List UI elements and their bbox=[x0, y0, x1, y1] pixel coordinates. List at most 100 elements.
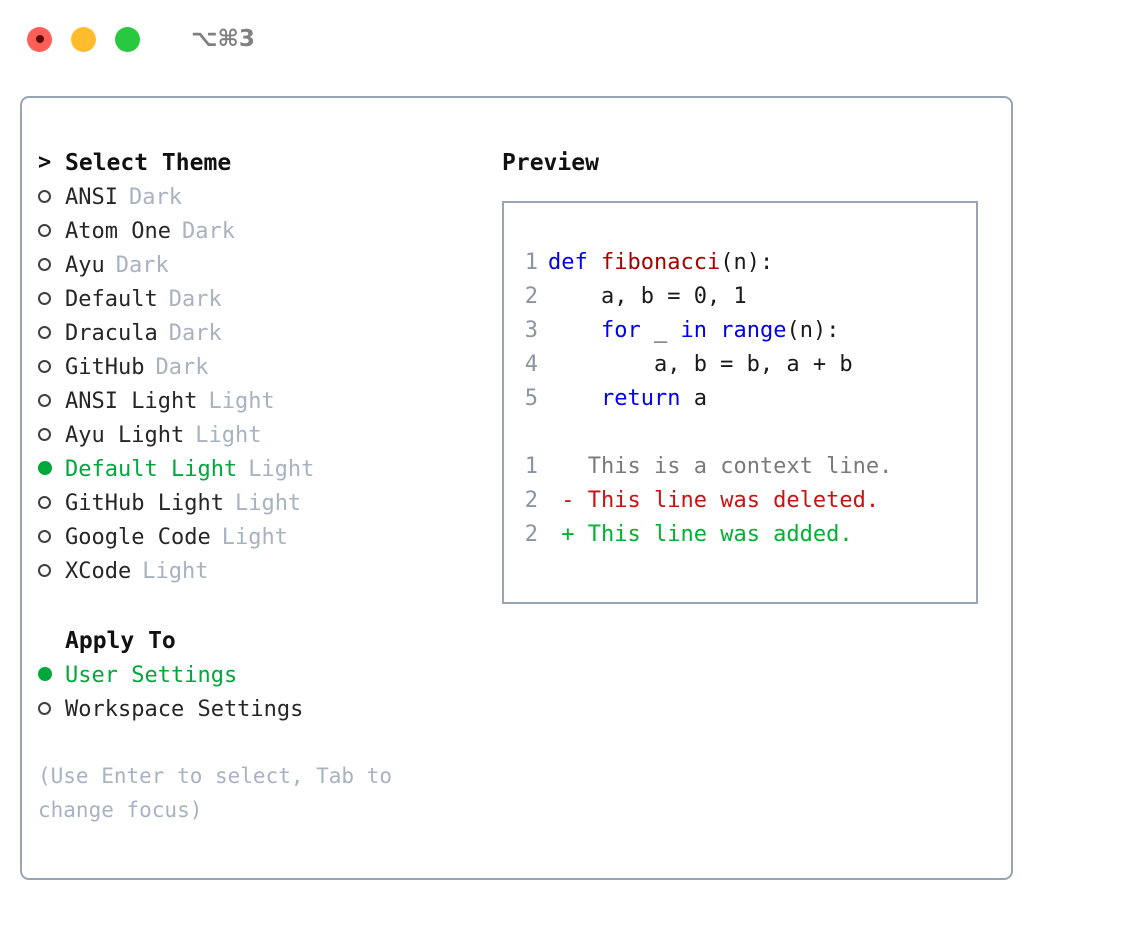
theme-list-item[interactable]: Default Dark bbox=[38, 282, 468, 316]
radio-unselected-icon bbox=[38, 288, 65, 310]
diff-line: 2 + This line was added. bbox=[516, 518, 892, 552]
code-line: 2 a, b = 0, 1 bbox=[516, 280, 892, 314]
radio-unselected-icon bbox=[38, 186, 65, 208]
code-token: (n): bbox=[720, 250, 774, 275]
code-line: 3 for _ in range(n): bbox=[516, 314, 892, 348]
preview-title: Preview bbox=[502, 150, 599, 176]
section-spacer bbox=[38, 588, 468, 624]
code-token: _ bbox=[640, 318, 681, 343]
code-token bbox=[548, 386, 601, 411]
code-token bbox=[548, 318, 601, 343]
radio-unselected-icon bbox=[38, 254, 65, 276]
radio-unselected-icon bbox=[38, 560, 65, 582]
window-titlebar: ⌥⌘3 bbox=[0, 0, 1140, 78]
radio-unselected-icon bbox=[38, 356, 65, 378]
apply-to-item-label: User Settings bbox=[65, 662, 238, 688]
theme-list-item-label: XCode bbox=[65, 558, 132, 584]
theme-list-item[interactable]: Dracula Dark bbox=[38, 316, 468, 350]
diff-sign: - bbox=[548, 488, 588, 513]
theme-list-item[interactable]: ANSI Dark bbox=[38, 180, 468, 214]
code-token: a, b = b, a + b bbox=[548, 352, 853, 377]
code-line-number: 2 bbox=[524, 284, 538, 309]
diff-sign bbox=[548, 454, 588, 479]
theme-list-item-tag: Dark bbox=[155, 354, 209, 380]
radio-unselected-icon bbox=[38, 390, 65, 412]
theme-list-item[interactable]: GitHub Dark bbox=[38, 350, 468, 384]
theme-list-item-tag: Light bbox=[248, 456, 315, 482]
maximize-button-icon[interactable] bbox=[115, 26, 140, 52]
radio-unselected-icon bbox=[38, 492, 65, 514]
radio-selected-icon bbox=[38, 458, 65, 480]
apply-to-item[interactable]: Workspace Settings bbox=[38, 692, 468, 726]
theme-list-item-tag: Dark bbox=[128, 184, 182, 210]
code-token bbox=[707, 318, 720, 343]
theme-list-item-tag: Dark bbox=[168, 286, 222, 312]
theme-list-item[interactable]: Ayu Dark bbox=[38, 248, 468, 282]
minimize-button-icon[interactable] bbox=[71, 26, 96, 52]
code-line: 4 a, b = b, a + b bbox=[516, 348, 892, 382]
recording-indicator-icon bbox=[35, 35, 44, 43]
theme-list-item[interactable]: Default Light Light bbox=[38, 452, 468, 486]
caret-icon: > bbox=[38, 150, 52, 175]
theme-list-item[interactable]: Ayu Light Light bbox=[38, 418, 468, 452]
theme-list-item-tag: Light bbox=[142, 558, 209, 584]
titlebar-shortcut-label: ⌥⌘3 bbox=[191, 26, 255, 52]
radio-unselected-icon bbox=[38, 698, 65, 720]
diff-line: 1 This is a context line. bbox=[516, 450, 893, 484]
theme-list-item[interactable]: XCode Light bbox=[38, 554, 468, 588]
apply-to-item-label: Workspace Settings bbox=[65, 696, 304, 722]
theme-list-item-label: ANSI Light bbox=[65, 388, 198, 414]
theme-picker-heading-label: Select Theme bbox=[65, 150, 232, 176]
apply-to-heading-label: Apply To bbox=[65, 628, 176, 654]
theme-list-item-tag: Dark bbox=[168, 320, 222, 346]
theme-list-item-tag: Light bbox=[195, 422, 262, 448]
apply-to-heading: Apply To bbox=[38, 624, 468, 658]
code-token: in bbox=[680, 318, 707, 343]
radio-unselected-icon bbox=[38, 424, 65, 446]
radio-unselected-icon bbox=[38, 322, 65, 344]
code-token: range bbox=[720, 318, 787, 343]
theme-list-item-tag: Dark bbox=[115, 252, 169, 278]
theme-list-item-label: Default Light bbox=[65, 456, 238, 482]
theme-picker-heading: > Select Theme bbox=[38, 146, 468, 180]
theme-list-item-label: Default bbox=[65, 286, 158, 312]
theme-list-item-label: Google Code bbox=[65, 524, 211, 550]
code-token: return bbox=[600, 386, 681, 411]
code-token: fibonacci bbox=[600, 250, 721, 275]
theme-list-item-label: ANSI bbox=[65, 184, 118, 210]
code-line-number: 5 bbox=[524, 386, 538, 411]
diff-line-text: This line was added. bbox=[587, 522, 853, 547]
diff-line-number: 2 bbox=[524, 488, 538, 513]
diff-line-text: This is a context line. bbox=[587, 454, 893, 479]
diff-line-text: This line was deleted. bbox=[587, 488, 880, 513]
code-token: (n): bbox=[786, 318, 840, 343]
diff-sign: + bbox=[548, 522, 588, 547]
close-button-icon[interactable] bbox=[27, 26, 52, 52]
apply-to-item[interactable]: User Settings bbox=[38, 658, 468, 692]
code-line-number: 1 bbox=[524, 250, 538, 275]
theme-list-item-label: GitHub bbox=[65, 354, 145, 380]
code-token: def bbox=[548, 250, 601, 275]
diff-line: 2 - This line was deleted. bbox=[516, 484, 892, 518]
code-token: for bbox=[600, 318, 641, 343]
theme-list-item-tag: Light bbox=[208, 388, 275, 414]
code-token: a bbox=[680, 386, 707, 411]
theme-list-item-label: Ayu Light bbox=[65, 422, 185, 448]
theme-list-item-label: Ayu bbox=[65, 252, 105, 278]
theme-list-item-label: Dracula bbox=[65, 320, 158, 346]
diff-line-number: 2 bbox=[524, 522, 538, 547]
code-line: 5 return a bbox=[516, 382, 892, 416]
traffic-light-buttons bbox=[27, 26, 140, 52]
theme-list-item[interactable]: ANSI Light Light bbox=[38, 384, 468, 418]
theme-list-item-tag: Dark bbox=[181, 218, 235, 244]
